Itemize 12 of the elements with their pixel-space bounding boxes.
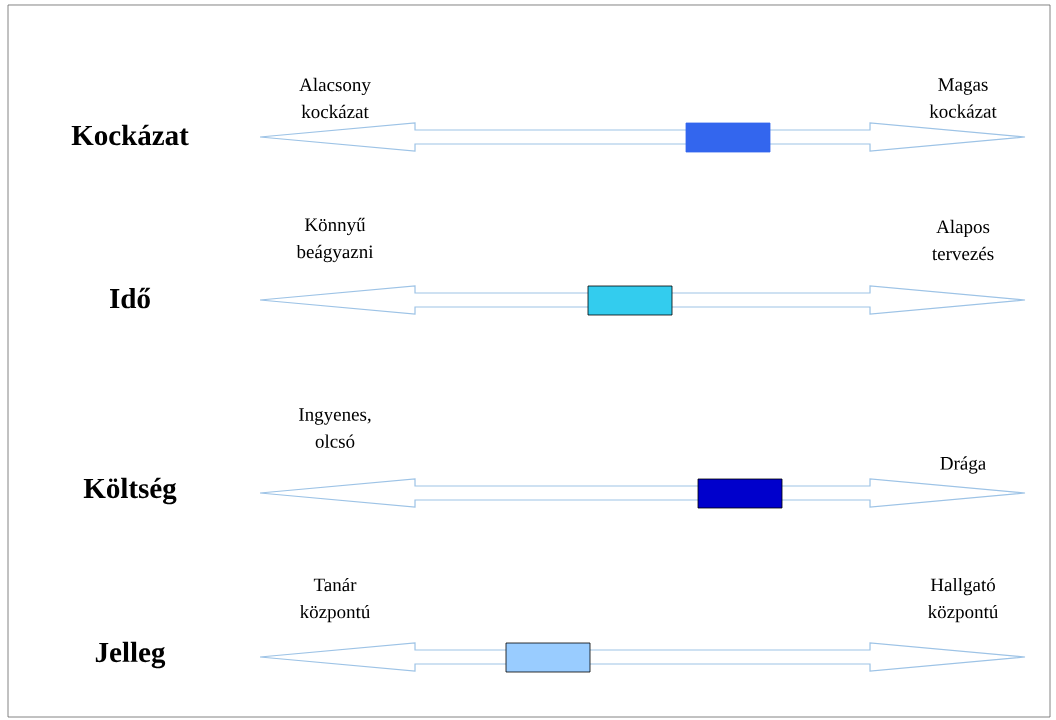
scale-end-label: Alacsony kockázat xyxy=(299,77,371,119)
row-heading: Idő xyxy=(110,287,151,309)
scale-end-label: Könnyű beágyazni xyxy=(296,217,374,263)
scale-end-label: Magas kockázat xyxy=(929,78,997,118)
scale-end-label: Drága xyxy=(940,456,986,474)
row-heading: Kockázat xyxy=(71,124,189,146)
scale-end-label: Tanár központú xyxy=(300,577,371,623)
scale-end-label: Ingyenes, olcsó xyxy=(299,408,371,448)
scale-end-label: Hallgató központú xyxy=(928,577,999,623)
scale-end-label: Alapos tervezés xyxy=(932,219,994,261)
row-heading: Költség xyxy=(83,477,177,505)
row-heading: Jelleg xyxy=(95,641,166,669)
